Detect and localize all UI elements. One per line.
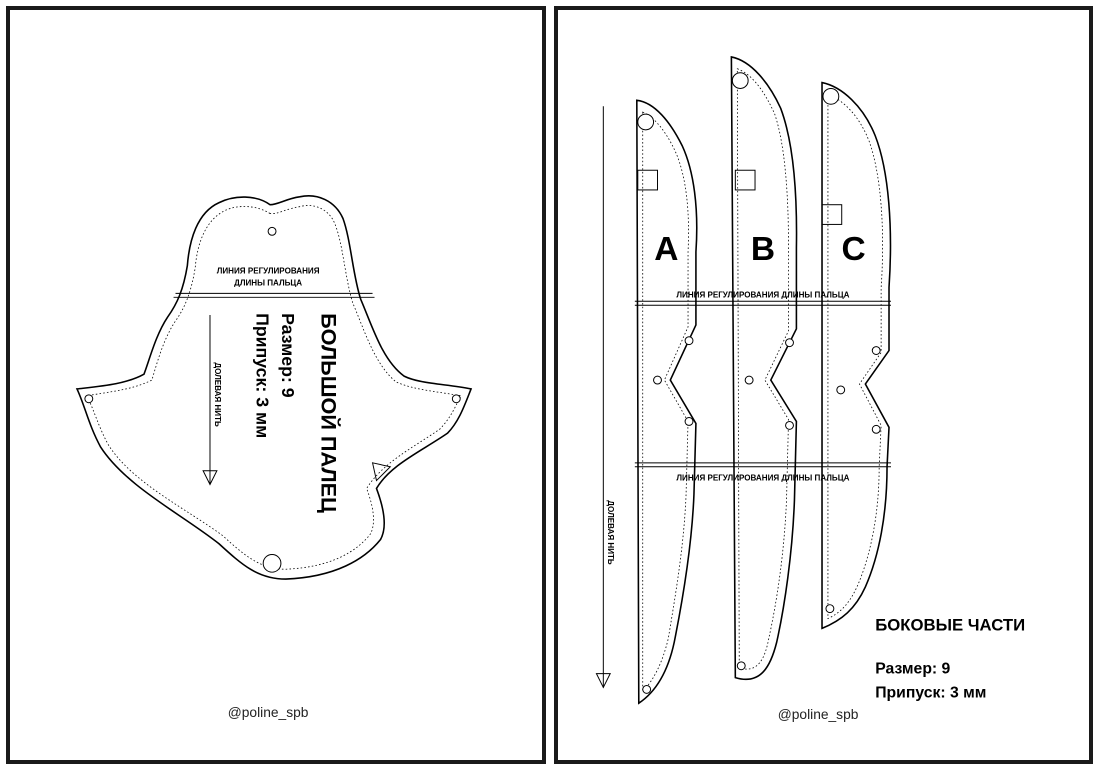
sides-grain-label: ДОЛЕВАЯ НИТЬ	[606, 500, 615, 565]
side-piece-c-letter: C	[841, 231, 865, 268]
thumb-grain-label: ДОЛЕВАЯ НИТЬ	[213, 362, 222, 427]
thumb-size: Размер: 9	[278, 313, 298, 398]
sides-allowance: Припуск: 3 мм	[875, 684, 986, 701]
thumb-piece-outline	[75, 195, 473, 580]
side-piece-a-letter: A	[654, 231, 678, 268]
sides-grain-arrow	[595, 673, 612, 689]
thumb-marker-right	[451, 394, 461, 404]
sides-author-handle: @poline_spb	[778, 707, 859, 722]
side-piece-c	[821, 81, 892, 630]
pattern-sheet-thumb: ЛИНИЯ РЕГУЛИРОВАНИЯ ДЛИНЫ ПАЛЬЦА ДОЛЕВАЯ…	[6, 6, 546, 764]
thumb-author-handle: @poline_spb	[228, 705, 309, 720]
sides-size: Размер: 9	[875, 661, 950, 678]
sides-pattern-drawing: ДОЛЕВАЯ НИТЬ	[595, 55, 1025, 722]
sides-length-line-label-upper: ЛИНИЯ РЕГУЛИРОВАНИЯ ДЛИНЫ ПАЛЬЦА	[676, 290, 849, 299]
thumb-notch-triangle	[371, 462, 392, 482]
thumb-pattern-drawing: ЛИНИЯ РЕГУЛИРОВАНИЯ ДЛИНЫ ПАЛЬЦА ДОЛЕВАЯ…	[75, 195, 473, 720]
sides-title: БОКОВЫЕ ЧАСТИ	[875, 615, 1025, 634]
side-piece-b	[730, 55, 798, 681]
thumb-grain-arrow	[202, 470, 218, 486]
thumb-seam-line	[86, 205, 462, 570]
thumb-length-line-label-1: ЛИНИЯ РЕГУЛИРОВАНИЯ	[217, 267, 320, 276]
thumb-title: БОЛЬШОЙ ПАЛЕЦ	[316, 313, 341, 513]
thumb-allowance: Припуск: 3 мм	[252, 313, 272, 438]
pattern-sheet-sides: ДОЛЕВАЯ НИТЬ	[554, 6, 1093, 764]
sides-length-line-label-lower: ЛИНИЯ РЕГУЛИРОВАНИЯ ДЛИНЫ ПАЛЬЦА	[676, 474, 849, 483]
side-piece-b-letter: B	[751, 231, 775, 268]
thumb-marker-bottom	[262, 553, 282, 573]
thumb-marker-left	[84, 394, 94, 404]
side-piece-a	[636, 99, 698, 705]
thumb-marker-top	[267, 226, 277, 236]
thumb-length-line-label-2: ДЛИНЫ ПАЛЬЦА	[234, 278, 302, 287]
